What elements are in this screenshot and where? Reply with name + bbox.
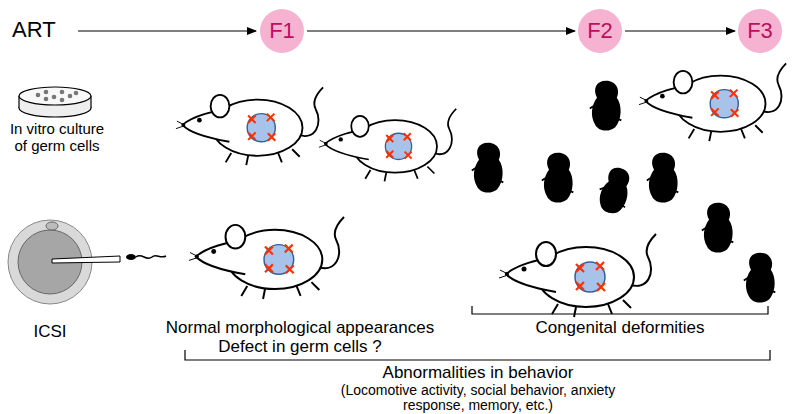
text-label: Defect in germ cells ? <box>120 337 480 357</box>
generation-circle: F2 <box>578 9 622 53</box>
bracket <box>472 306 768 314</box>
generation-label: F2 <box>587 20 613 42</box>
text-label: ART <box>12 17 82 42</box>
generation-label: F3 <box>747 20 773 42</box>
generation-circle: F1 <box>260 9 304 53</box>
text-label: Normal morphological appearances <box>120 318 480 338</box>
icsi-oocyte <box>8 220 166 304</box>
text-label: Abnormalities in behavior <box>228 363 728 383</box>
petri-dish <box>19 87 91 117</box>
text-label: In vitro culture of germ cells <box>2 120 112 155</box>
generation-arrow <box>625 30 735 31</box>
text-label: Congenital deformities <box>470 318 770 338</box>
text-label: ICSI <box>15 322 85 342</box>
text-label: (Locomotive activity, social behavior, a… <box>328 383 628 413</box>
generation-label: F1 <box>269 20 295 42</box>
generation-arrow <box>307 30 575 31</box>
generation-circle: F3 <box>738 9 782 53</box>
